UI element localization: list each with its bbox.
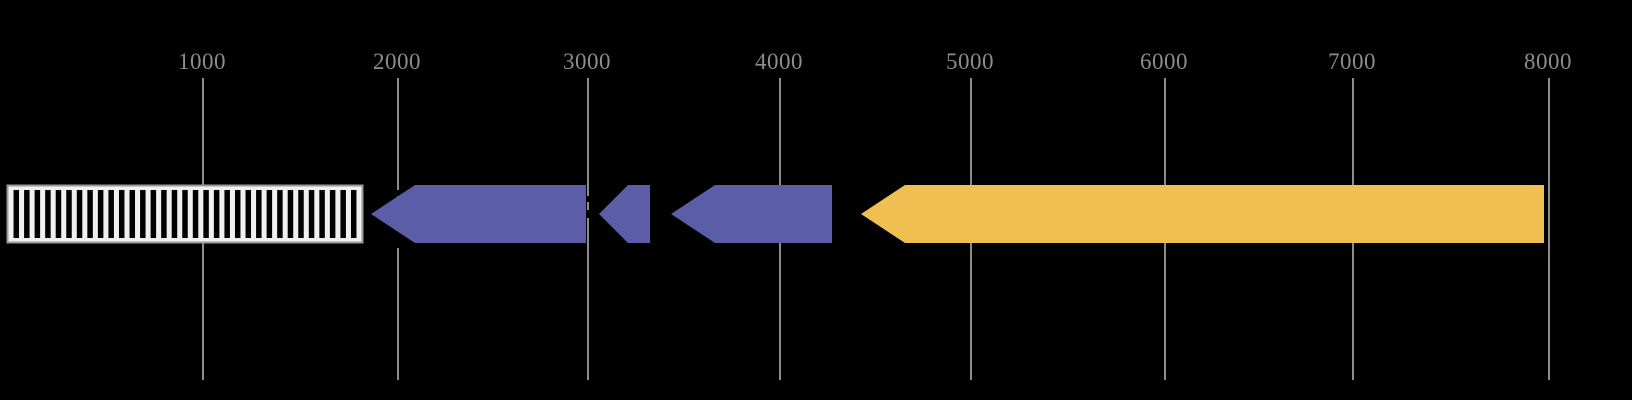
hatch-stripe — [266, 190, 273, 238]
cds-arrow-3[interactable] — [671, 185, 832, 243]
hatch-stripe — [350, 190, 357, 238]
cds-arrow-1-shape — [371, 185, 586, 243]
hatched-region[interactable] — [6, 184, 364, 244]
hatch-stripe — [45, 190, 51, 238]
gridline-2000 — [397, 78, 399, 190]
hatch-stripe — [34, 190, 41, 238]
axis-tick-label-8000: 8000 — [1524, 49, 1572, 74]
hatch-stripe — [76, 190, 83, 238]
hatch-stripe — [308, 190, 315, 238]
hatch-stripe — [182, 190, 188, 238]
hatch-stripe — [118, 190, 125, 238]
hatch-stripe — [150, 190, 157, 238]
hatch-stripe — [256, 190, 262, 238]
hatch-stripe — [203, 190, 209, 238]
axis-tick-label-6000: 6000 — [1140, 49, 1188, 74]
hatch-stripe — [140, 190, 146, 238]
gridline-2000-seg2 — [397, 248, 399, 380]
hatch-stripe — [55, 190, 62, 238]
hatch-stripe — [171, 190, 178, 238]
hatch-stripe — [298, 190, 304, 238]
cds-arrow-4-shape — [861, 185, 1544, 243]
gridline-4000 — [779, 78, 781, 192]
hatch-stripe — [287, 190, 294, 238]
axis-tick-label-3000: 3000 — [563, 49, 611, 74]
cds-arrow-2[interactable] — [599, 185, 650, 243]
hatch-stripe — [24, 190, 30, 238]
hatch-stripe — [277, 190, 283, 238]
hatch-stripe — [245, 190, 252, 238]
hatch-stripe — [66, 190, 72, 238]
hatch-stripe — [192, 190, 199, 238]
hatch-stripe — [129, 190, 136, 238]
hatch-stripe — [213, 190, 220, 238]
gridline-5000 — [970, 78, 972, 191]
cds-arrow-2-shape — [599, 185, 650, 243]
axis-tick-label-4000: 4000 — [755, 49, 803, 74]
hatch-stripe — [329, 190, 336, 238]
axis-tick-label-1000: 1000 — [178, 49, 226, 74]
hatch-stripe — [97, 190, 104, 238]
hatch-stripe — [319, 190, 325, 238]
gridline-3000 — [587, 78, 589, 196]
hatch-stripe — [108, 190, 114, 238]
axis-tick-label-7000: 7000 — [1328, 49, 1376, 74]
gridline-3000-seg1 — [587, 202, 589, 210]
axis-tick-label-5000: 5000 — [946, 49, 994, 74]
axis-tick-label-2000: 2000 — [373, 49, 421, 74]
gridline-4000-seg2 — [779, 214, 781, 380]
hatch-stripe — [161, 190, 167, 238]
hatch-stripe — [224, 190, 230, 238]
hatch-stripe — [234, 190, 241, 238]
cds-arrow-4[interactable] — [861, 185, 1544, 243]
cds-arrow-1[interactable] — [371, 185, 586, 243]
hatch-stripe — [87, 190, 93, 238]
cds-arrow-3-shape — [671, 185, 832, 243]
hatch-stripe — [13, 190, 20, 238]
gridline-8000 — [1548, 78, 1550, 380]
hatch-stripe — [340, 190, 346, 238]
gridline-3000-seg2 — [587, 218, 589, 380]
gridline-5000-seg2 — [970, 211, 972, 380]
